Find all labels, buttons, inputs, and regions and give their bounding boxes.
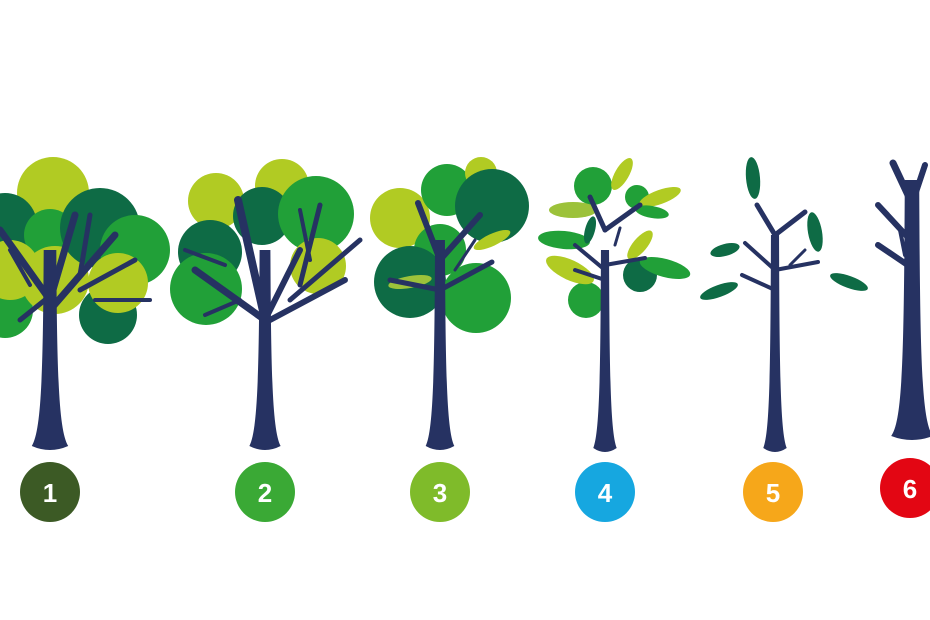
branch <box>437 212 483 263</box>
foliage-circle <box>441 263 511 333</box>
branch <box>754 202 778 238</box>
badge-circle <box>880 458 930 518</box>
leaf <box>546 255 594 285</box>
leaf <box>549 202 597 218</box>
branch <box>262 247 303 323</box>
branch <box>573 243 607 272</box>
leaf <box>611 158 633 190</box>
foliage-circle <box>188 173 244 229</box>
branch <box>17 297 48 323</box>
branch <box>287 237 363 303</box>
stage-badge-5: 5 <box>743 462 803 522</box>
badge-number: 2 <box>258 478 272 508</box>
badge-circle <box>575 462 635 522</box>
leaf <box>538 230 590 250</box>
foliage-circle <box>568 282 604 318</box>
leaf <box>639 187 681 207</box>
badge-circle <box>20 462 80 522</box>
badge-circle <box>235 462 295 522</box>
leaf <box>710 243 740 257</box>
branch <box>587 194 608 233</box>
leaf <box>745 157 761 199</box>
badge-number: 1 <box>43 478 57 508</box>
leaf <box>473 229 511 251</box>
badge-number: 6 <box>903 474 917 504</box>
tree-5-trunk <box>740 202 820 452</box>
leaf <box>639 257 691 279</box>
branch <box>191 266 269 324</box>
badge-number: 5 <box>766 478 780 508</box>
branch <box>603 256 647 267</box>
leaf <box>830 273 868 291</box>
branch <box>772 209 808 238</box>
leaf <box>700 282 738 300</box>
branch <box>453 238 477 272</box>
branch <box>387 277 443 293</box>
branch <box>298 208 312 262</box>
tree-4-trunk <box>573 194 647 452</box>
trunk <box>249 250 281 450</box>
stage-badge-2: 2 <box>235 462 295 522</box>
trunk <box>593 250 617 452</box>
stage-badge-1: 1 <box>20 462 80 522</box>
leaf <box>583 216 597 244</box>
stage-badge-6: 6 <box>880 458 930 518</box>
tree-5-foliage <box>700 157 868 300</box>
badge-number: 4 <box>598 478 613 508</box>
tree-2-trunk <box>183 196 363 450</box>
leaf <box>807 212 823 252</box>
tree-3-trunk <box>387 200 495 450</box>
foliage-circle <box>290 238 346 294</box>
foliage-circle <box>574 167 612 205</box>
badge-circle <box>410 462 470 522</box>
branch <box>77 212 93 278</box>
branch <box>183 248 227 267</box>
branch <box>267 277 348 323</box>
leaf <box>627 230 653 260</box>
stage-badge-4: 4 <box>575 462 635 522</box>
tree-4-foliage <box>538 158 691 318</box>
trunk <box>31 250 69 450</box>
branch <box>77 257 138 293</box>
stage-badges: 1 2 3 4 5 6 <box>20 458 930 522</box>
branch <box>203 298 242 317</box>
branch <box>602 202 643 233</box>
branch <box>898 228 907 257</box>
trunk <box>425 240 455 450</box>
branch <box>613 226 622 247</box>
branch <box>743 241 777 272</box>
badge-circle <box>743 462 803 522</box>
branch <box>0 226 54 304</box>
branch <box>773 260 820 272</box>
tree-1-trunk <box>0 211 152 450</box>
trunk <box>891 180 930 440</box>
stage-badge-3: 3 <box>410 462 470 522</box>
branch <box>8 248 32 287</box>
branch <box>788 248 807 267</box>
trunks <box>0 159 930 452</box>
branch <box>573 268 607 282</box>
leaf <box>635 205 669 219</box>
branch <box>740 273 777 292</box>
branch <box>437 259 495 293</box>
branch <box>297 202 323 288</box>
tree-6-trunk <box>875 159 930 440</box>
trunk <box>763 235 787 452</box>
badge-number: 3 <box>433 478 447 508</box>
